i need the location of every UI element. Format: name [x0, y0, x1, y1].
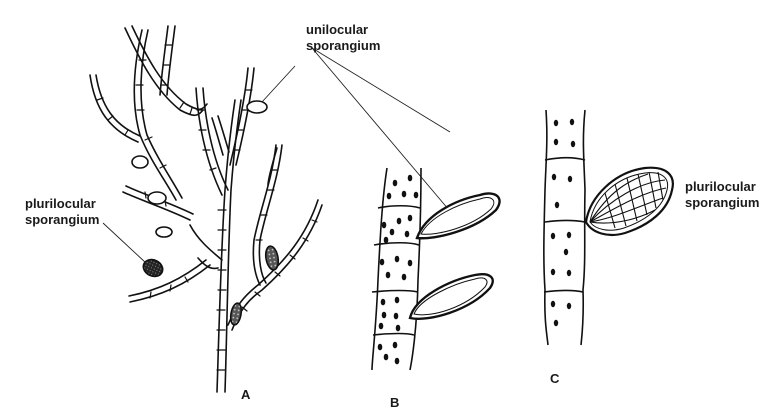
panel-label-c: C [550, 371, 560, 386]
label-plurilocular-sporangium-a: plurilocular sporangium [25, 196, 99, 228]
label-line-1: plurilocular [25, 196, 96, 211]
label-unilocular-sporangium: unilocular sporangium [306, 22, 380, 54]
label-line-2: sporangium [306, 38, 381, 53]
leader-lines [102, 47, 661, 264]
panel-label-b: B [390, 395, 400, 410]
label-line-2: sporangium [685, 195, 760, 210]
plurilocular-sporangium-c [584, 166, 674, 237]
label-line-1: plurilocular [685, 179, 756, 194]
panel-b-filament [371, 167, 501, 371]
label-line-1: unilocular [306, 22, 369, 37]
label-plurilocular-sporangium-c: plurilocular sporangium [685, 179, 759, 211]
panel-c-filament [543, 109, 674, 346]
panel-a-thallus [89, 25, 323, 393]
panel-label-a: A [241, 387, 251, 402]
unilocular-sporangium-upper [415, 192, 501, 240]
unilocular-sporangium-lower [408, 273, 494, 320]
label-line-2: sporangium [25, 212, 100, 227]
